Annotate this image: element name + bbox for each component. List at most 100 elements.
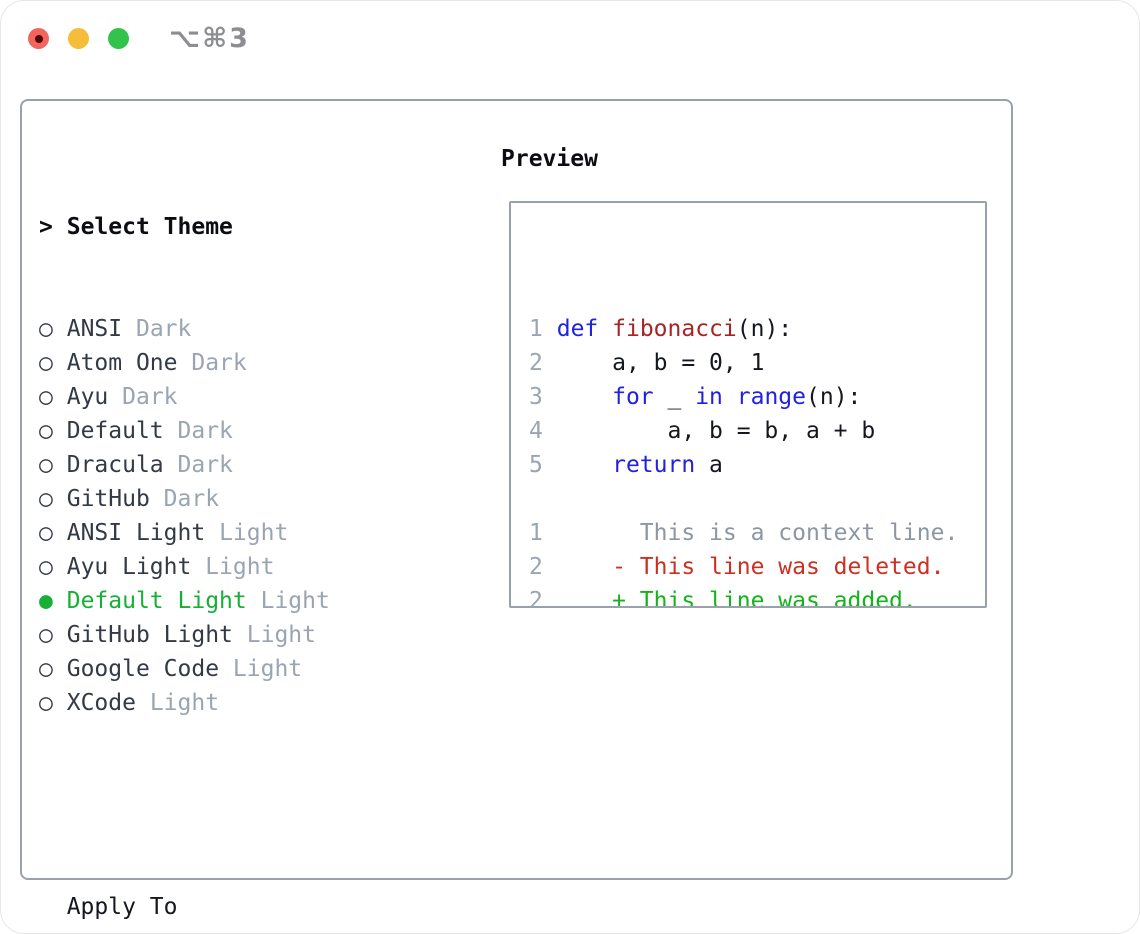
line-number: 1 [529,520,543,546]
theme-label: GitHub [66,486,150,512]
code-text [557,554,612,580]
zoom-button[interactable] [108,28,129,49]
preview-line: 2 + This line was added. [529,584,979,608]
line-number: 2 [529,350,543,376]
theme-label: Default Light [66,588,247,614]
preview-line: 1 This is a context line. [529,516,979,550]
theme-item-default[interactable]: ○ Default Dark [39,414,427,448]
radio-icon: ○ [39,656,53,682]
close-button[interactable] [28,28,49,49]
theme-variant: Light [232,656,303,682]
theme-item-xcode[interactable]: ○ XCode Light [39,686,427,720]
theme-menu: > Select Theme ○ ANSI Dark○ Atom One Dar… [39,142,427,933]
radio-icon: ○ [39,316,53,342]
theme-picker-panel: > Select Theme ○ ANSI Dark○ Atom One Dar… [20,99,1013,920]
theme-label: Dracula [66,452,164,478]
theme-label: Default [66,418,164,444]
radio-icon: ○ [39,452,53,478]
keyword: in [695,384,723,410]
theme-variant: Light [149,690,220,716]
theme-variant: Dark [177,418,233,444]
code-text [557,452,612,478]
code-text: a [695,452,723,478]
theme-label: ANSI Light [66,520,206,546]
line-number: 4 [529,418,543,444]
close-dot-icon [34,34,43,43]
theme-label: ANSI [66,316,123,342]
keyword: range [736,384,807,410]
theme-label: GitHub Light [66,622,233,648]
theme-variant: Light [260,588,330,614]
theme-item-atom-one[interactable]: ○ Atom One Dark [39,346,427,380]
theme-item-github-light[interactable]: ○ GitHub Light Light [39,618,427,652]
theme-item-ansi-light[interactable]: ○ ANSI Light Light [39,516,427,550]
line-number: 3 [529,384,543,410]
theme-label: Google Code [66,656,220,682]
theme-variant: Dark [135,316,192,342]
theme-item-default-light[interactable]: ● Default Light Light [39,584,427,618]
code-text: a, b = 0, 1 [556,350,765,376]
theme-variant: Dark [122,384,178,410]
theme-item-github[interactable]: ○ GitHub Dark [39,482,427,516]
code-text: (n): [806,384,862,410]
theme-label: Atom One [66,350,178,376]
preview-line: 4 a, b = b, a + b [529,414,979,448]
theme-item-ansi[interactable]: ○ ANSI Dark [39,312,427,346]
keyword: return [612,452,696,478]
select-theme-header: > Select Theme [39,210,427,244]
theme-item-ayu-light[interactable]: ○ Ayu Light Light [39,550,427,584]
theme-item-dracula[interactable]: ○ Dracula Dark [39,448,427,482]
context-text: This is a context line. [556,520,959,546]
radio-icon: ○ [39,554,53,580]
theme-variant: Light [219,520,289,546]
radio-icon: ○ [39,486,53,512]
traffic-lights [28,28,129,49]
line-number: 2 [529,588,543,608]
window-shortcut-label: ⌥⌘3 [169,23,250,54]
select-theme-title: Select Theme [66,214,233,240]
preview-line: 3 for _ in range(n): [529,380,979,414]
preview-title: Preview [501,146,598,172]
function-name: fibonacci [612,316,737,342]
theme-variant: Dark [191,350,247,376]
preview-line: 5 return a [529,448,979,482]
radio-icon: ○ [39,690,53,716]
keyword: for [612,384,654,410]
prompt-caret-icon: > [39,214,53,240]
radio-icon: ○ [39,622,53,648]
code-text [598,316,612,342]
theme-label: XCode [66,690,136,716]
preview-line [529,482,979,516]
code-text [723,384,737,410]
added-text: + This line was added. [612,588,917,608]
radio-icon: ○ [39,384,53,410]
code-text: (n): [736,316,793,342]
theme-label: Ayu Light [66,554,192,580]
code-text [557,384,612,410]
preview-line: 2 a, b = 0, 1 [529,346,979,380]
theme-variant: Dark [163,486,220,512]
theme-list: ○ ANSI Dark○ Atom One Dark○ Ayu Dark○ De… [39,312,427,720]
theme-variant: Light [205,554,275,580]
code-text: a, b = b, a + b [556,418,876,444]
preview-line: 1 def fibonacci(n): [529,312,979,346]
minimize-button[interactable] [68,28,89,49]
radio-icon: ○ [39,418,53,444]
apply-to-header: Apply To [66,894,178,920]
keyword: def [556,316,599,342]
theme-label: Ayu [66,384,109,410]
theme-item-ayu[interactable]: ○ Ayu Dark [39,380,427,414]
code-text [557,588,612,606]
code-text: _ [653,384,696,410]
line-number: 5 [529,452,543,478]
line-number: 1 [529,316,543,342]
radio-icon: ○ [39,350,53,376]
radio-icon: ○ [39,520,53,546]
theme-variant: Light [246,622,316,648]
spacer [39,788,427,822]
preview-line: 2 - This line was deleted. [529,550,979,584]
theme-item-google-code[interactable]: ○ Google Code Light [39,652,427,686]
